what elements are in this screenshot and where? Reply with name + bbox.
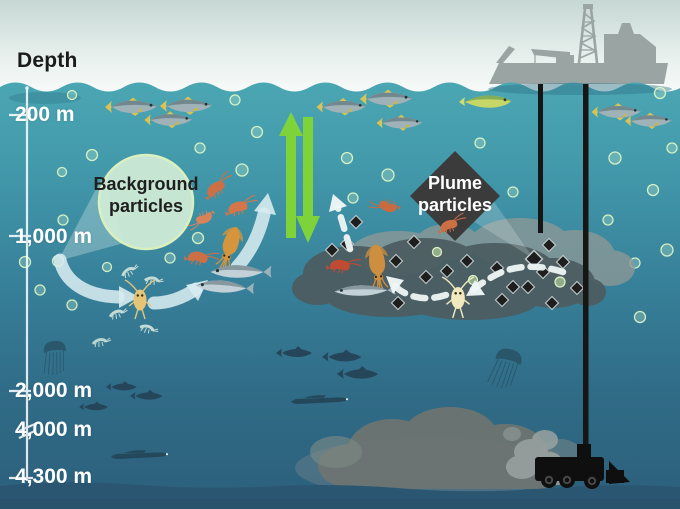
magnifier-beam-right xyxy=(473,199,534,259)
seafloor-deep-band xyxy=(0,499,680,509)
vertical-exchange-arrows xyxy=(279,112,320,243)
plume-transfer-arrows xyxy=(329,194,567,302)
background-particles-magnifier-circle xyxy=(97,153,195,251)
research-vessel xyxy=(489,4,668,84)
plume-particles-label: Plume particles xyxy=(417,173,493,215)
depth-label-200m: 200 m xyxy=(15,103,75,126)
depth-axis-title: Depth xyxy=(17,49,78,72)
derrick-tower xyxy=(577,4,599,64)
seafloor-sediment-cloud xyxy=(295,407,582,498)
crane-icon xyxy=(531,49,570,64)
axis-break-mark xyxy=(18,422,36,433)
depth-label-2000m: 2,000 m xyxy=(15,379,93,402)
depth-label-4300m: 4,300 m xyxy=(15,465,93,488)
midwater-discharge-pipe xyxy=(538,84,543,233)
seabed-collector-vehicle xyxy=(535,444,630,489)
depth-label-4000m: 4,000 m xyxy=(15,418,93,441)
riser-pipe xyxy=(583,84,589,456)
plume-particles-magnifier-diamond xyxy=(410,151,500,241)
hull-shadow xyxy=(488,83,672,95)
depth-axis xyxy=(9,86,36,481)
upwelling-arrow-icon xyxy=(286,134,296,238)
a-frame-gantry xyxy=(496,46,515,63)
axis-break-mark xyxy=(18,429,36,440)
depth-label-1000m: 1,000 m xyxy=(15,225,93,248)
downwelling-arrow-icon xyxy=(303,117,313,218)
food-web-arrows xyxy=(53,193,276,310)
background-particles-label: Background particles xyxy=(93,174,199,216)
